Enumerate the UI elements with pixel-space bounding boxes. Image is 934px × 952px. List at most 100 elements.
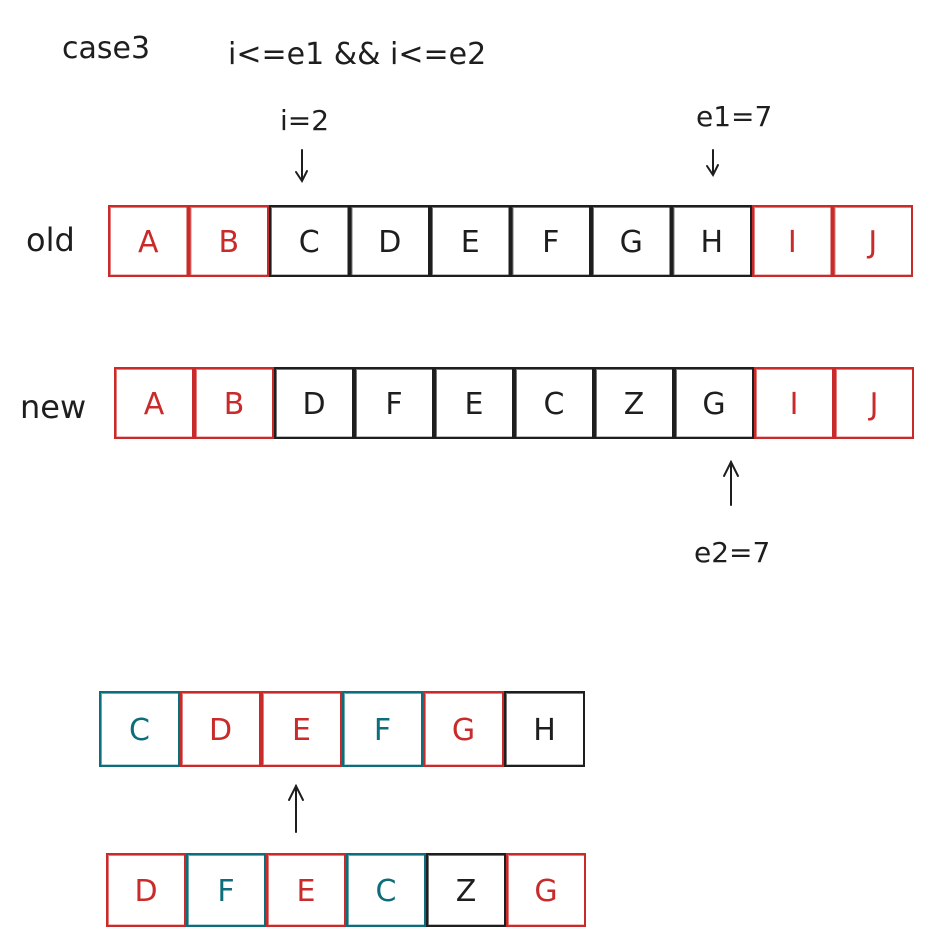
cell-label: G <box>620 225 643 260</box>
cell-box-sketch <box>512 207 590 276</box>
cell-f: F <box>186 853 266 927</box>
cell-d: D <box>180 691 261 767</box>
cell-j: J <box>834 367 914 439</box>
cell-h: H <box>671 205 752 277</box>
pointer-e2-label: e2=7 <box>694 536 770 569</box>
cell-label: E <box>292 713 311 748</box>
row-label-new: new <box>20 388 86 426</box>
cell-e: E <box>434 367 514 439</box>
cell-label: D <box>302 387 325 422</box>
cell-label: D <box>134 874 157 909</box>
cell-label: F <box>385 387 402 422</box>
cell-label: F <box>542 225 559 260</box>
cell-label: A <box>138 225 159 260</box>
cell-z: Z <box>594 367 674 439</box>
cell-box-sketch <box>836 369 913 438</box>
cell-box-sketch <box>756 369 833 438</box>
cell-box-sketch <box>425 693 503 766</box>
cell-d: D <box>349 205 430 277</box>
pointer-e1-arrow-head <box>706 164 719 177</box>
cell-box-sketch <box>754 207 832 276</box>
cell-box-sketch <box>508 855 585 926</box>
cell-box-sketch <box>436 369 513 438</box>
cell-c: C <box>514 367 594 439</box>
cell-label: E <box>465 387 484 422</box>
cell-box-sketch <box>101 693 179 766</box>
pointer-e2-arrow-head <box>723 459 739 477</box>
cell-box-sketch <box>276 369 353 438</box>
cell-a: A <box>108 205 189 277</box>
cell-box-sketch <box>190 207 268 276</box>
cell-box-sketch <box>676 369 753 438</box>
cell-e: E <box>430 205 511 277</box>
cell-g: G <box>506 853 586 927</box>
cell-box-sketch <box>351 207 429 276</box>
cell-f: F <box>342 691 423 767</box>
cell-box-sketch <box>356 369 433 438</box>
cell-box-sketch <box>348 855 425 926</box>
cell-label: B <box>218 225 239 260</box>
cell-g: G <box>591 205 672 277</box>
cell-label: G <box>452 713 475 748</box>
cell-f: F <box>354 367 434 439</box>
cell-label: C <box>544 387 565 422</box>
cell-e: E <box>266 853 346 927</box>
cell-box-sketch <box>593 207 671 276</box>
cell-box-sketch <box>271 207 349 276</box>
cell-d: D <box>106 853 186 927</box>
cell-b: B <box>188 205 269 277</box>
cell-g: G <box>674 367 754 439</box>
cell-c: C <box>99 691 180 767</box>
cell-c: C <box>346 853 426 927</box>
cell-box-sketch <box>108 855 185 926</box>
cell-i: I <box>754 367 834 439</box>
cell-label: H <box>700 225 723 260</box>
cell-d: D <box>274 367 354 439</box>
cell-label: H <box>533 713 556 748</box>
cell-h: H <box>504 691 585 767</box>
pointer-e1-label: e1=7 <box>696 100 772 133</box>
cell-i: I <box>752 205 833 277</box>
cell-label: E <box>297 874 316 909</box>
cell-label: F <box>217 874 234 909</box>
case-title: case3 <box>62 31 150 66</box>
cell-box-sketch <box>596 369 673 438</box>
cell-label: I <box>788 225 797 260</box>
cell-box-sketch <box>673 207 751 276</box>
cell-label: C <box>129 713 150 748</box>
cell-label: Z <box>456 874 477 909</box>
pointer-i-arrow-head <box>295 170 308 183</box>
cell-label: D <box>209 713 232 748</box>
cell-box-sketch <box>432 207 510 276</box>
cell-box-sketch <box>110 207 188 276</box>
cell-box-sketch <box>263 693 341 766</box>
cell-e: E <box>261 691 342 767</box>
cell-box-sketch <box>506 693 584 766</box>
cell-box-sketch <box>188 855 265 926</box>
cell-label: D <box>378 225 401 260</box>
cell-label: Z <box>624 387 645 422</box>
cell-a: A <box>114 367 194 439</box>
pointer-i-label: i=2 <box>280 104 329 137</box>
loop-condition: i<=e1 && i<=e2 <box>228 37 486 72</box>
row-label-old: old <box>26 221 75 259</box>
cell-label: G <box>534 874 557 909</box>
cell-box-sketch <box>834 207 912 276</box>
cell-box-sketch <box>116 369 193 438</box>
subsequence-arrow-head <box>288 783 304 801</box>
cell-box-sketch <box>344 693 422 766</box>
cell-c: C <box>269 205 350 277</box>
cell-box-sketch <box>182 693 260 766</box>
cell-box-sketch <box>268 855 345 926</box>
cell-label: J <box>868 387 879 422</box>
cell-box-sketch <box>196 369 273 438</box>
cell-g: G <box>423 691 504 767</box>
cell-label: G <box>702 387 725 422</box>
cell-box-sketch <box>516 369 593 438</box>
cell-label: A <box>144 387 165 422</box>
cell-j: J <box>832 205 913 277</box>
